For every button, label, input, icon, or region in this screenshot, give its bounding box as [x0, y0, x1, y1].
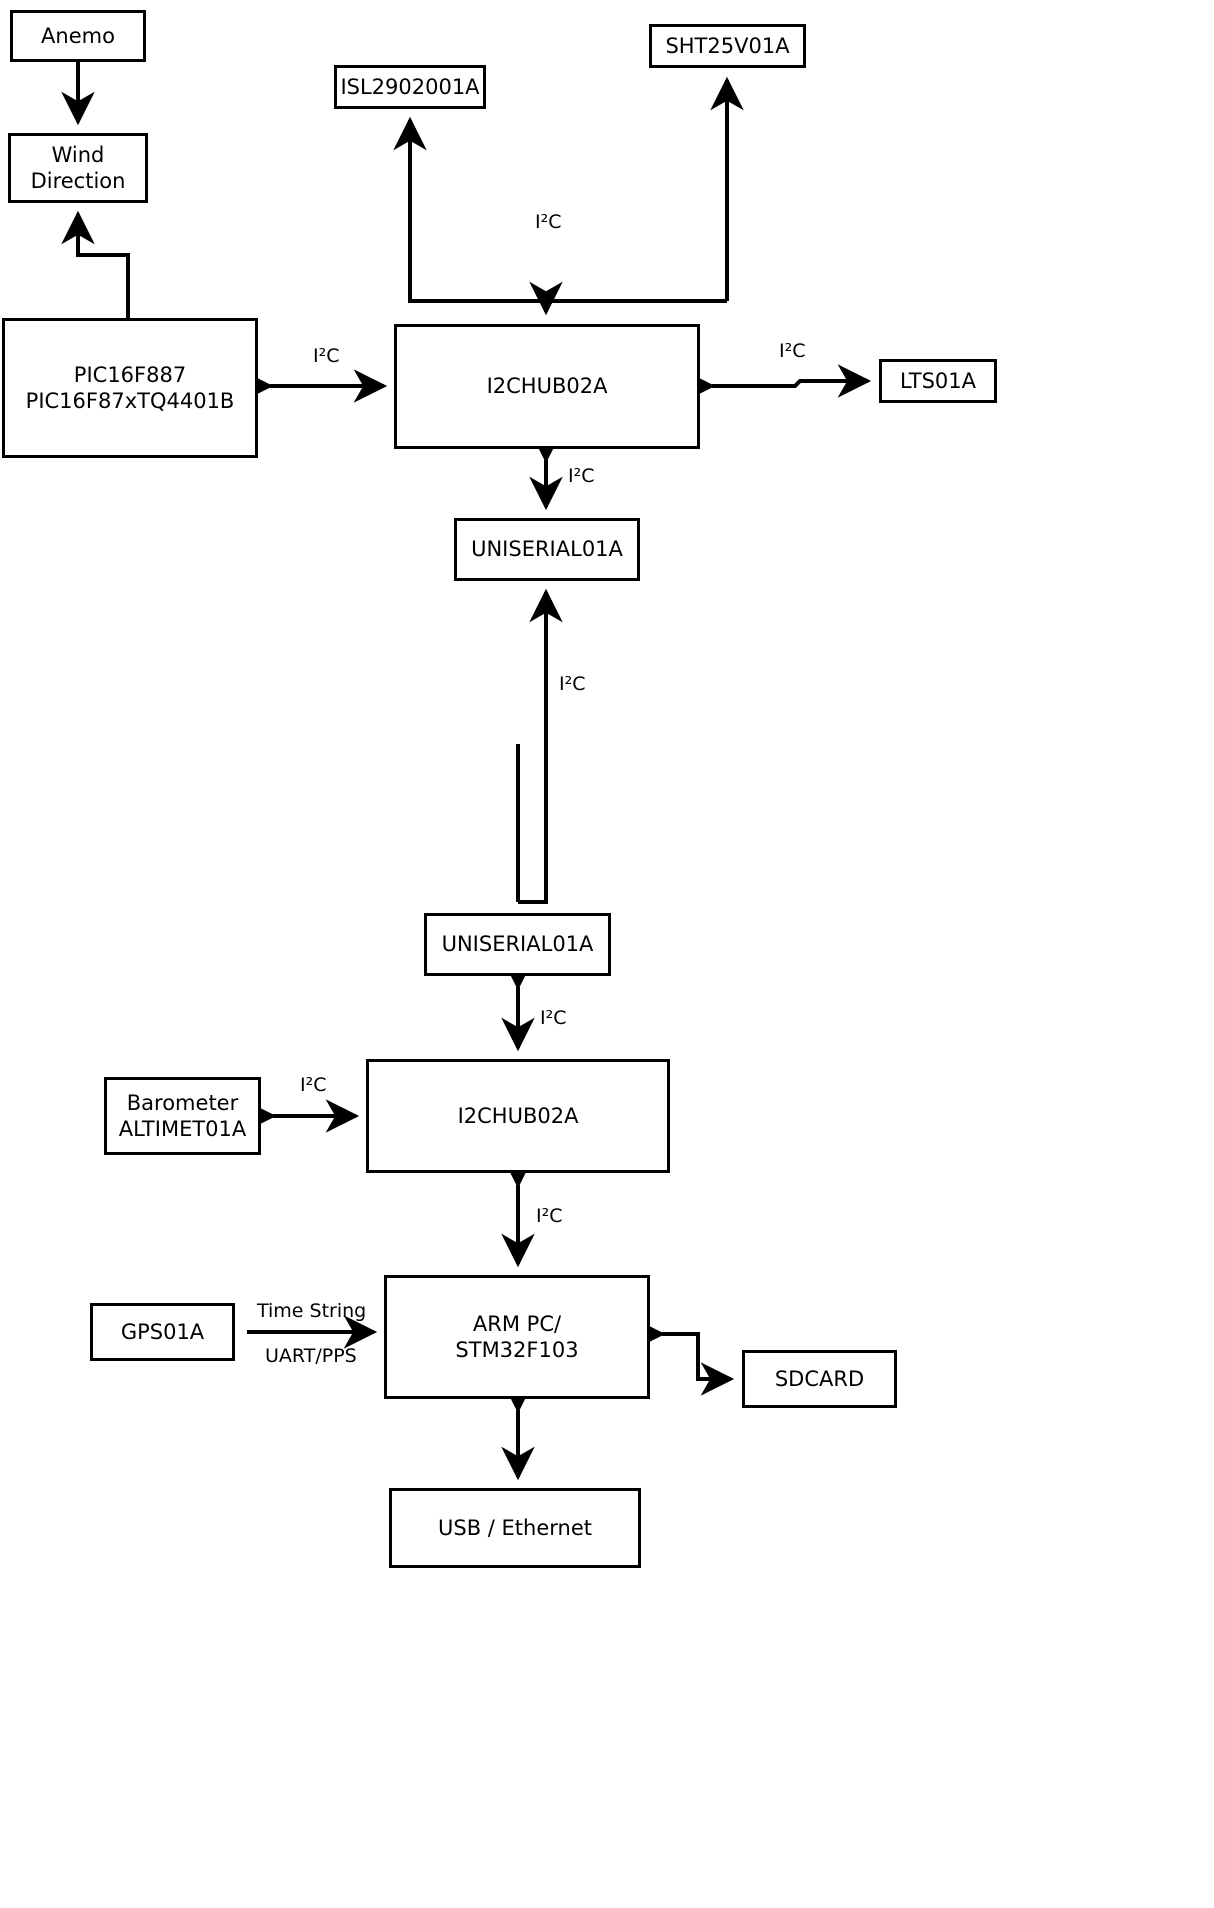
- node-arm-pc-stm32f103[interactable]: ARM PC/ STM32F103: [384, 1275, 650, 1399]
- node-lts01a[interactable]: LTS01A: [879, 359, 997, 403]
- edge-label-barometer-to-hub2: I²C: [300, 1074, 327, 1096]
- node-uniserial01a-upper[interactable]: UNISERIAL01A: [454, 518, 640, 581]
- node-sdcard[interactable]: SDCARD: [742, 1350, 897, 1408]
- wire-hub-lts: [681, 364, 872, 403]
- edge-label-hub2-to-arm: I²C: [536, 1205, 563, 1227]
- edge-label-gps-uart-pps: UART/PPS: [265, 1345, 357, 1367]
- node-sht25v01a[interactable]: SHT25V01A: [649, 24, 806, 68]
- edge-label-gps-time-string: Time String: [257, 1300, 367, 1322]
- node-i2chub02a-top[interactable]: I2CHUB02A: [394, 324, 700, 449]
- edge-label-bus-top: I²C: [535, 211, 562, 233]
- node-anemo[interactable]: Anemo: [10, 10, 146, 62]
- edge-label-hub-to-uniserial: I²C: [568, 465, 595, 487]
- edge-label-uniserial-link: I²C: [559, 673, 586, 695]
- node-usb-ethernet[interactable]: USB / Ethernet: [389, 1488, 641, 1568]
- edge-label-hub-to-lts: I²C: [779, 340, 806, 362]
- node-gps01a[interactable]: GPS01A: [90, 1303, 235, 1361]
- node-uniserial01a-lower[interactable]: UNISERIAL01A: [424, 913, 611, 976]
- wire-uniserial-link: [518, 588, 563, 904]
- wire-pic-wind: [61, 210, 130, 318]
- edge-label-pic-to-hub: I²C: [313, 345, 340, 367]
- edge-label-uniserial-to-hub2: I²C: [540, 1007, 567, 1029]
- node-barometer-altimet01a[interactable]: Barometer ALTIMET01A: [104, 1077, 261, 1155]
- node-isl2902001a[interactable]: ISL2902001A: [334, 65, 486, 109]
- node-i2chub02a-bottom[interactable]: I2CHUB02A: [366, 1059, 670, 1173]
- node-wind-direction[interactable]: Wind Direction: [8, 133, 148, 203]
- wire-arm-sdcard: [631, 1317, 735, 1396]
- node-pic16f887[interactable]: PIC16F887 PIC16F87xTQ4401B: [2, 318, 258, 458]
